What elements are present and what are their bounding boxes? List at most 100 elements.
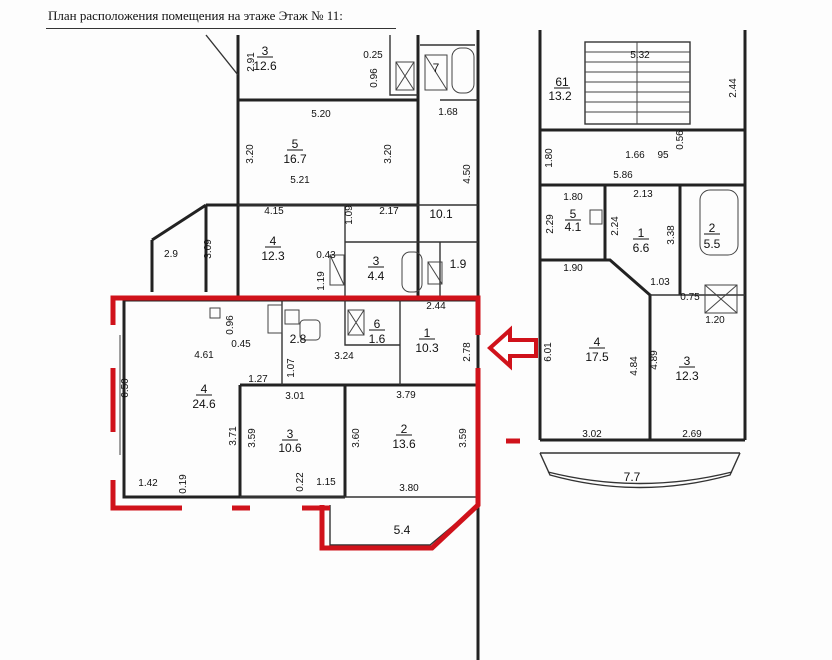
dimension-label: 5.20 xyxy=(311,109,331,120)
page-title: План расположения помещения на этаже Эта… xyxy=(48,8,343,23)
dimension-label: 1.90 xyxy=(563,263,583,274)
dimension-label: 1.20 xyxy=(705,315,725,326)
dimension-label: 1.80 xyxy=(544,148,555,168)
room-area: 4.4 xyxy=(368,269,385,283)
room-number: 1 xyxy=(424,326,431,340)
dimension-label: 4.89 xyxy=(649,350,660,370)
apartment-fixtures xyxy=(209,304,365,341)
dimension-label: 2.13 xyxy=(633,189,653,200)
dimension-label: 1.09 xyxy=(344,205,355,225)
room-area: 24.6 xyxy=(192,397,216,411)
dimension-label: 5.86 xyxy=(613,170,633,181)
dimension-label: 0.22 xyxy=(295,472,306,492)
room-number: 3 xyxy=(373,254,380,268)
dimension-label: 3.60 xyxy=(351,428,362,448)
room-area: 17.5 xyxy=(585,350,609,364)
room-number: 4 xyxy=(270,234,277,248)
dimension-label: 2.24 xyxy=(610,216,621,236)
entrance-arrow-icon xyxy=(487,325,538,371)
room-number: 4 xyxy=(201,382,208,396)
dimension-label: 3.01 xyxy=(285,391,305,402)
dimension-label: 3.20 xyxy=(383,144,394,164)
dimension-label: 0.56 xyxy=(675,130,686,150)
dimension-label: 4.50 xyxy=(462,164,473,184)
title-underline xyxy=(46,28,396,29)
dimension-label: 0.19 xyxy=(178,474,189,494)
stairs xyxy=(584,41,691,125)
room-number: 3 xyxy=(262,44,269,58)
right-building-walls xyxy=(538,30,747,489)
room-number: 5 xyxy=(570,207,577,221)
dimension-label: 1.66 xyxy=(625,150,645,161)
room-area: 12.3 xyxy=(675,369,699,383)
dimension-label: 3.20 xyxy=(245,144,256,164)
room-area: 10.1 xyxy=(429,207,453,221)
room-number: 61 xyxy=(555,75,569,89)
room-number: 6 xyxy=(374,317,381,331)
dimension-label: 6.01 xyxy=(543,342,554,362)
dimension-label: 1.15 xyxy=(316,477,336,488)
room-number: 3 xyxy=(684,354,691,368)
left-fixtures xyxy=(329,47,475,293)
room-area: 5.4 xyxy=(394,523,411,537)
dimension-label: 1.68 xyxy=(438,107,458,118)
dimension-label: 3.09 xyxy=(203,239,214,259)
dimension-label: 2.91 xyxy=(246,52,257,72)
dimension-label: 0.96 xyxy=(225,315,236,335)
dimension-label: 2.44 xyxy=(728,78,739,98)
room-number: 4 xyxy=(594,335,601,349)
dimension-label: 0.96 xyxy=(369,68,380,88)
dimension-label: 3.79 xyxy=(396,390,416,401)
room-area: 2.8 xyxy=(290,332,307,346)
apartment-highlight xyxy=(110,295,520,551)
dimension-label: 2.69 xyxy=(682,429,702,440)
room-area: 1.6 xyxy=(369,332,386,346)
dimension-label: 4.61 xyxy=(194,350,214,361)
room-area: 16.7 xyxy=(283,152,307,166)
dimension-label: 3.59 xyxy=(247,428,258,448)
dimension-label: 4.84 xyxy=(629,356,640,376)
room-area: 1.9 xyxy=(450,257,467,271)
room-number: 1 xyxy=(638,226,645,240)
dimension-label: 3.38 xyxy=(666,225,677,245)
dimension-label: 0.25 xyxy=(363,50,383,61)
dimension-label: 3.71 xyxy=(228,426,239,446)
room-area: 12.6 xyxy=(253,59,277,73)
dimension-label: 2.17 xyxy=(379,206,399,217)
dimension-label: 3.24 xyxy=(334,351,354,362)
room-number: 3 xyxy=(287,427,294,441)
room-area: 7.7 xyxy=(624,470,641,484)
room-number: 5 xyxy=(292,137,299,151)
room-area: 10.3 xyxy=(415,341,439,355)
dimension-label: 1.42 xyxy=(138,478,158,489)
room-area: 4.1 xyxy=(565,220,582,234)
dimension-label: 2.44 xyxy=(426,301,446,312)
dimension-label: 3.02 xyxy=(582,429,602,440)
room-area: 13.2 xyxy=(548,89,572,103)
dimension-label: 2.78 xyxy=(462,342,473,362)
dimension-label: 3.80 xyxy=(399,483,419,494)
dimension-label: 0.45 xyxy=(231,339,251,350)
left-building-walls xyxy=(150,30,480,660)
room-number: 7 xyxy=(433,61,440,75)
dimension-label: 1.27 xyxy=(248,374,268,385)
dimension-label: 1.07 xyxy=(286,358,297,378)
room-area: 6.6 xyxy=(633,241,650,255)
dimension-label: 6.50 xyxy=(120,378,131,398)
dimension-label: 95 xyxy=(657,150,669,161)
dimension-label: 1.80 xyxy=(563,192,583,203)
room-area: 5.5 xyxy=(704,237,721,251)
dimension-label: 0.75 xyxy=(680,292,700,303)
dimension-label: 4.15 xyxy=(264,206,284,217)
room-area: 10.6 xyxy=(278,441,302,455)
right-fixtures xyxy=(589,189,739,314)
dimension-label: 3.59 xyxy=(458,428,469,448)
dimension-label: 0.43 xyxy=(316,250,336,261)
room-area: 12.3 xyxy=(261,249,285,263)
dimension-label: 1.03 xyxy=(650,277,670,288)
dimension-label: 5.21 xyxy=(290,175,310,186)
